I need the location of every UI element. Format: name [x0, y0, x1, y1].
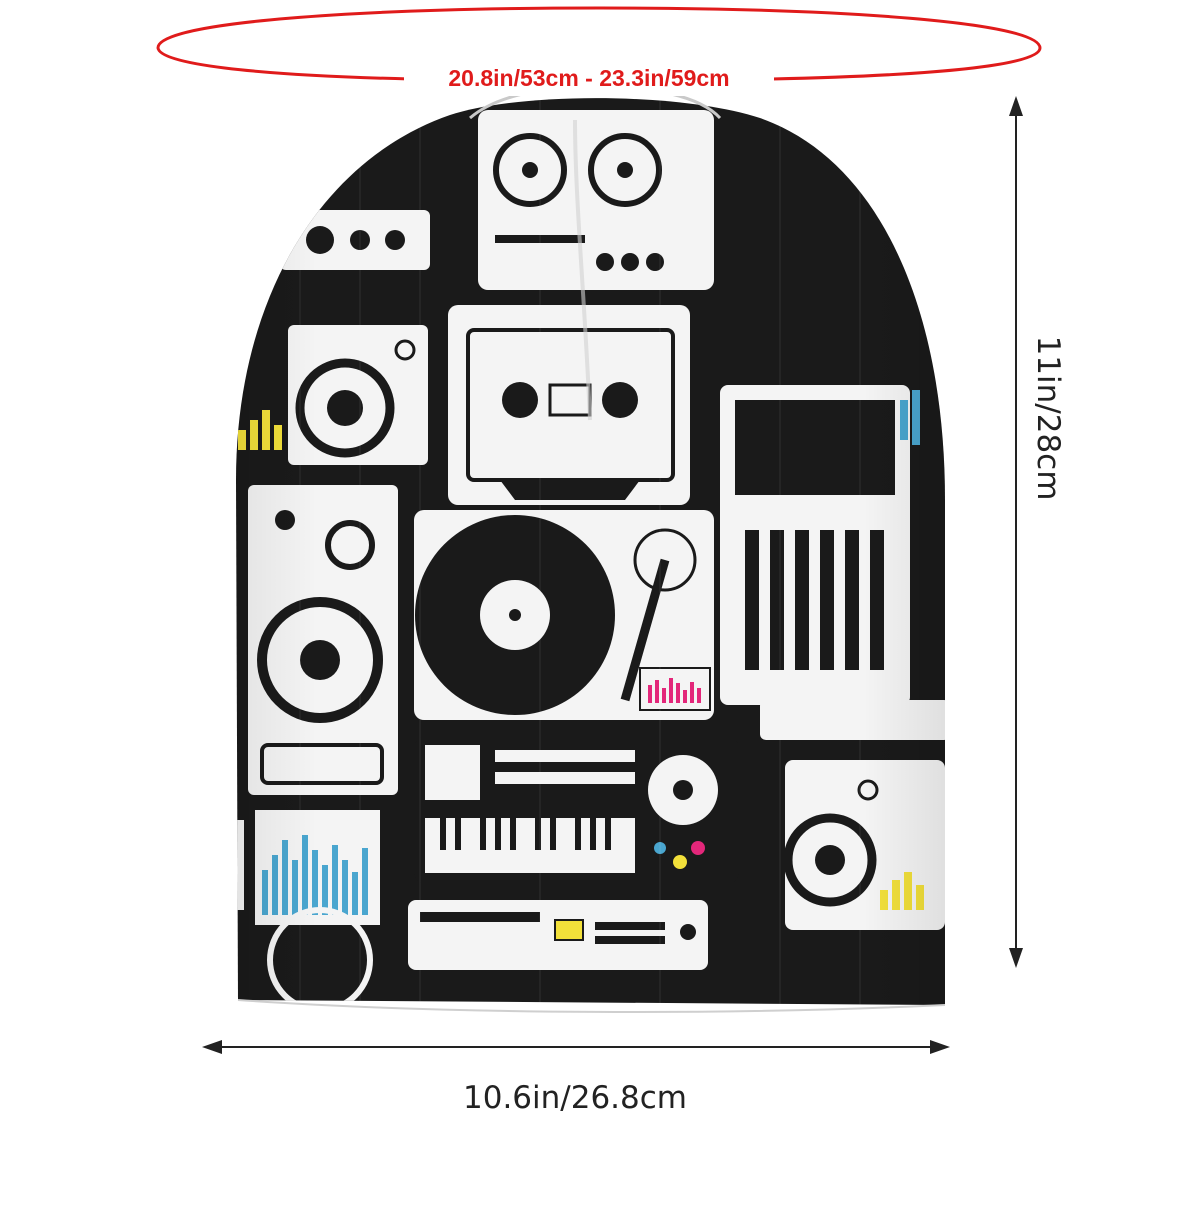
circumference-ellipse: [156, 6, 1042, 81]
width-dimension-line: [202, 1040, 950, 1054]
height-label: 11in/28cm: [1030, 335, 1066, 501]
beanie-body: [236, 98, 945, 1005]
height-dimension-line: [1009, 96, 1023, 968]
width-label: 10.6in/26.8cm: [463, 1080, 687, 1116]
circumference-label: 20.8in/53cm - 23.3in/59cm: [404, 60, 774, 96]
